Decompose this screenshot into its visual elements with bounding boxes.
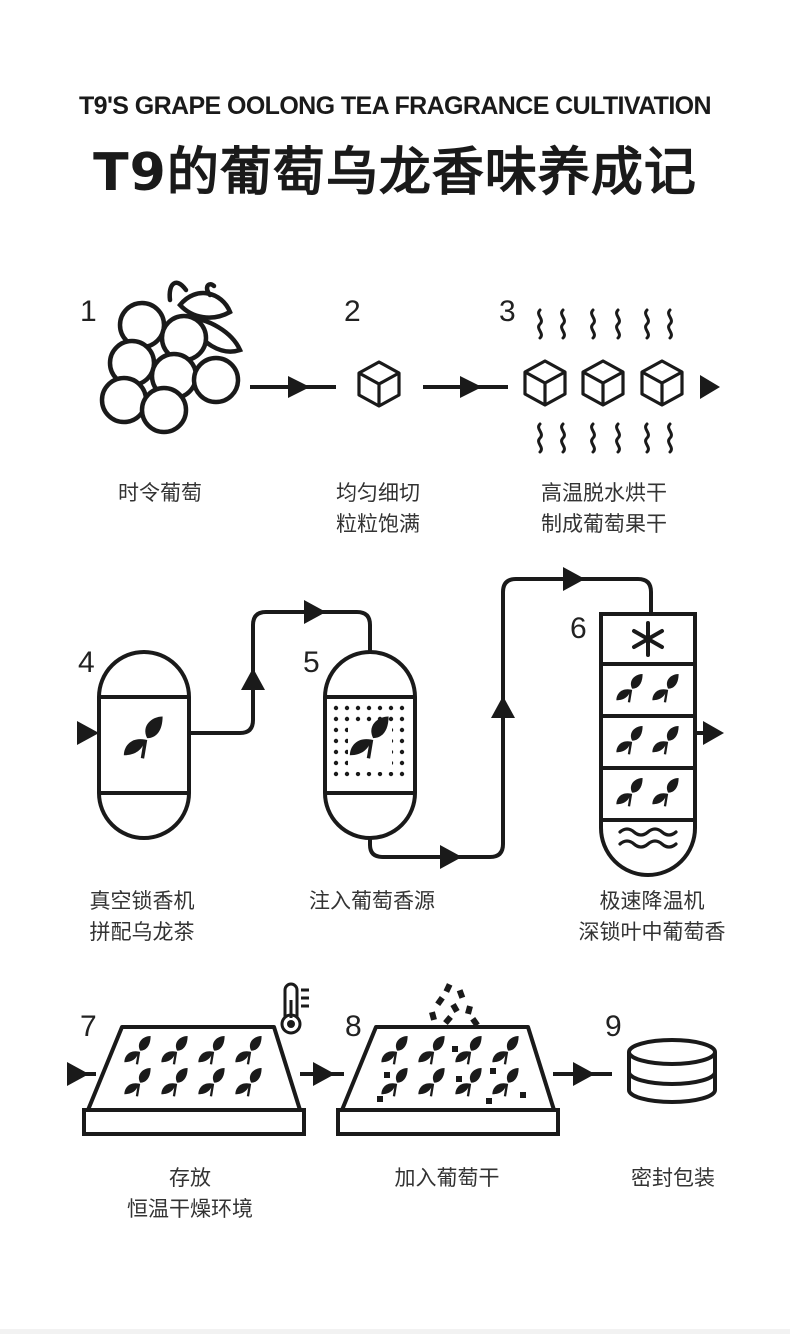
- arrow-icon: [563, 567, 585, 591]
- pattern-dot: [366, 705, 372, 711]
- snowflake-icon: [632, 621, 664, 657]
- arrow-icon: [304, 600, 326, 624]
- pattern-dot: [333, 760, 339, 766]
- raisin-icon: [429, 983, 480, 1027]
- arrow-icon: [313, 1062, 335, 1086]
- step-number: 2: [344, 295, 361, 328]
- raisin-chamber: [336, 1025, 560, 1136]
- caption-line: 时令葡萄: [118, 481, 202, 505]
- step-number: 5: [303, 646, 320, 679]
- step-number: 9: [605, 1010, 622, 1043]
- pipe: [189, 610, 372, 735]
- step-number: 4: [78, 646, 95, 679]
- cube-icon: [581, 359, 625, 407]
- arrow-icon: [703, 721, 724, 745]
- caption-line: 粒粒饱满: [336, 512, 420, 536]
- pattern-dot: [399, 727, 405, 733]
- caption-line: 制成葡萄果干: [541, 512, 667, 536]
- arrow-icon: [67, 1062, 89, 1086]
- pattern-dot: [355, 771, 361, 777]
- pattern-dot: [399, 738, 405, 744]
- pattern-dot: [366, 771, 372, 777]
- caption-line: 高温脱水烘干: [541, 481, 667, 505]
- arrow-icon: [250, 376, 336, 398]
- step-caption: 密封包装: [593, 1163, 753, 1194]
- pattern-dot: [355, 716, 361, 722]
- caption-line: 深锁叶中葡萄香: [578, 920, 726, 944]
- arrow-icon: [491, 696, 515, 718]
- dots-pattern-icon: [333, 705, 405, 777]
- pattern-dot: [399, 760, 405, 766]
- step-number: 6: [570, 612, 587, 645]
- step-caption: 时令葡萄: [80, 478, 240, 509]
- step-number: 3: [499, 295, 516, 328]
- caption-line: 存放: [169, 1166, 211, 1190]
- arrow-icon: [423, 376, 508, 398]
- pattern-dot: [333, 716, 339, 722]
- pattern-dot: [355, 705, 361, 711]
- pattern-dot: [333, 771, 339, 777]
- caption-line: 密封包装: [631, 1166, 715, 1190]
- pattern-dot: [344, 771, 350, 777]
- caption-line: 均匀细切: [336, 481, 420, 505]
- pattern-dot: [388, 771, 394, 777]
- pattern-dot: [344, 705, 350, 711]
- step-caption: 注入葡萄香源: [287, 886, 457, 917]
- caption-line: 极速降温机: [599, 889, 705, 913]
- arrow-icon: [241, 668, 265, 690]
- caption-line: 真空锁香机: [89, 889, 195, 913]
- pattern-dot: [399, 771, 405, 777]
- thermometer-icon: [280, 982, 309, 1035]
- pattern-dot: [333, 749, 339, 755]
- step-caption: 高温脱水烘干 制成葡萄果干: [514, 478, 694, 540]
- storage-chamber: [82, 1025, 306, 1136]
- pattern-dot: [333, 705, 339, 711]
- caption-line: 注入葡萄香源: [309, 889, 435, 913]
- pattern-dot: [388, 705, 394, 711]
- step-number: 7: [80, 1010, 97, 1043]
- pattern-dot: [366, 716, 372, 722]
- step-caption: 加入葡萄干: [367, 1163, 527, 1194]
- water-wave-icon: [618, 827, 678, 849]
- fragrance-vessel: [323, 650, 417, 840]
- pattern-dot: [399, 705, 405, 711]
- step-number: 1: [80, 295, 97, 328]
- arrow-icon: [77, 721, 99, 745]
- grapes-icon: [99, 280, 244, 435]
- pattern-dot: [377, 771, 383, 777]
- step-number: 8: [345, 1010, 362, 1043]
- step-caption: 均匀细切 粒粒饱满: [298, 478, 458, 540]
- caption-line: 拼配乌龙茶: [89, 920, 195, 944]
- step-caption: 极速降温机 深锁叶中葡萄香: [552, 886, 752, 948]
- pattern-dot: [399, 749, 405, 755]
- caption-line: 恒温干燥环境: [127, 1197, 253, 1221]
- cube-icon: [523, 359, 567, 407]
- arrow-icon: [573, 1062, 595, 1086]
- pattern-dot: [333, 738, 339, 744]
- pattern-dot: [344, 716, 350, 722]
- caption-line: 加入葡萄干: [394, 1166, 500, 1190]
- pattern-dot: [399, 716, 405, 722]
- cooling-machine: [599, 612, 697, 877]
- step-caption: 存放 恒温干燥环境: [110, 1163, 270, 1225]
- bottom-divider: [0, 1329, 790, 1334]
- cube-icon: [640, 359, 684, 407]
- arrow-icon: [700, 375, 720, 399]
- step-caption: 真空锁香机 拼配乌龙茶: [62, 886, 222, 948]
- subtitle-english: T9'S GRAPE OOLONG TEA FRAGRANCE CULTIVAT…: [78, 92, 712, 120]
- pattern-dot: [388, 716, 394, 722]
- vacuum-vessel: [97, 650, 191, 840]
- cube-icon: [357, 360, 401, 408]
- raisin-icon: [377, 1046, 526, 1104]
- pattern-dot: [333, 727, 339, 733]
- tin-can-icon: [627, 1038, 717, 1104]
- page-title: T9的葡萄乌龙香味养成记: [93, 143, 697, 203]
- arrow-icon: [440, 845, 462, 869]
- pattern-dot: [377, 705, 383, 711]
